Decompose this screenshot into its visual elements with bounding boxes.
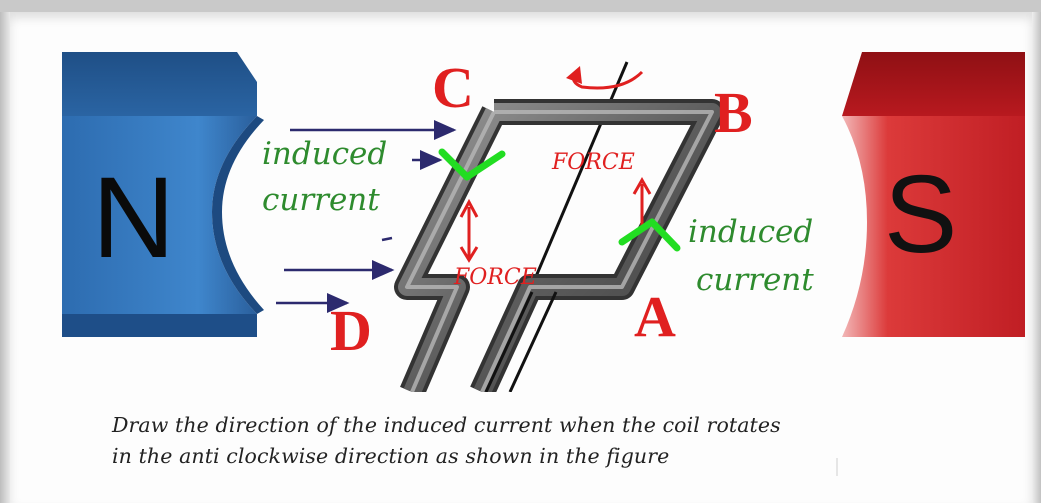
field-lines [276, 120, 457, 313]
question-caption: Draw the direction of the induced curren… [112, 410, 1012, 472]
induced-label-left-2: current [262, 182, 380, 218]
left-edge [0, 12, 10, 503]
coil [394, 99, 725, 392]
induced-label-right-1: induced [688, 214, 813, 250]
force-arrows [459, 176, 652, 263]
text-cursor [836, 458, 838, 476]
south-label: S [884, 153, 957, 276]
north-pole-magnet: N [62, 52, 264, 337]
corner-label-b: B [714, 80, 753, 145]
caption-line-2: in the anti clockwise direction as shown… [112, 444, 670, 468]
generator-diagram: N S [62, 52, 1025, 392]
force-label-bottom: FORCE [453, 265, 537, 290]
induced-current-marks [438, 148, 681, 252]
corner-label-c: C [432, 55, 474, 120]
corner-label-d: D [330, 298, 372, 363]
force-label-top: FORCE [551, 150, 635, 175]
caption-line-1: Draw the direction of the induced curren… [112, 413, 781, 437]
south-pole-magnet: S [842, 52, 1025, 337]
induced-label-right-2: current [696, 262, 814, 298]
induced-label-left-1: induced [262, 136, 387, 172]
slide-panel: N S [10, 12, 1032, 503]
top-border [0, 0, 1041, 12]
right-edge [1032, 12, 1041, 503]
diagram-svg: N S [62, 52, 1025, 392]
corner-label-a: A [634, 284, 676, 349]
rotation-arrow [566, 66, 644, 90]
north-label: N [92, 154, 175, 282]
